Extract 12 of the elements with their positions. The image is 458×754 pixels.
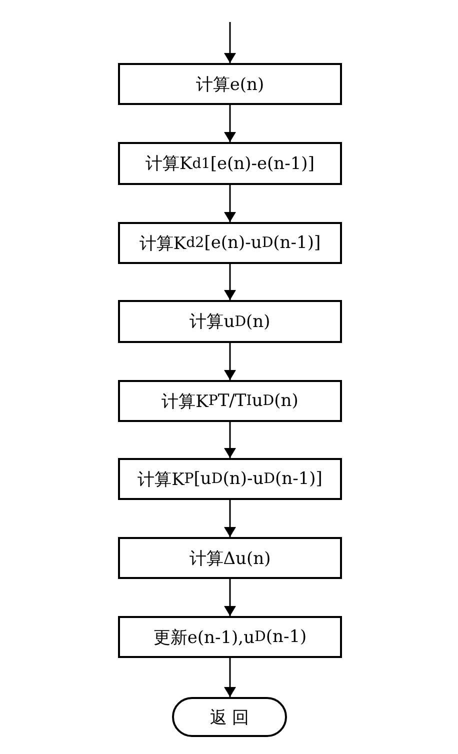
arrow (224, 658, 236, 697)
arrow (224, 105, 236, 142)
arrow (224, 22, 236, 63)
arrow (224, 500, 236, 537)
arrow (224, 185, 236, 222)
arrow (224, 422, 236, 458)
terminal-box: 返 回 (172, 697, 287, 737)
arrow (224, 579, 236, 616)
arrow (224, 343, 236, 380)
process-box: 计算Δu(n) (118, 537, 342, 579)
process-box: 计算e(n) (118, 63, 342, 105)
arrow (224, 264, 236, 300)
